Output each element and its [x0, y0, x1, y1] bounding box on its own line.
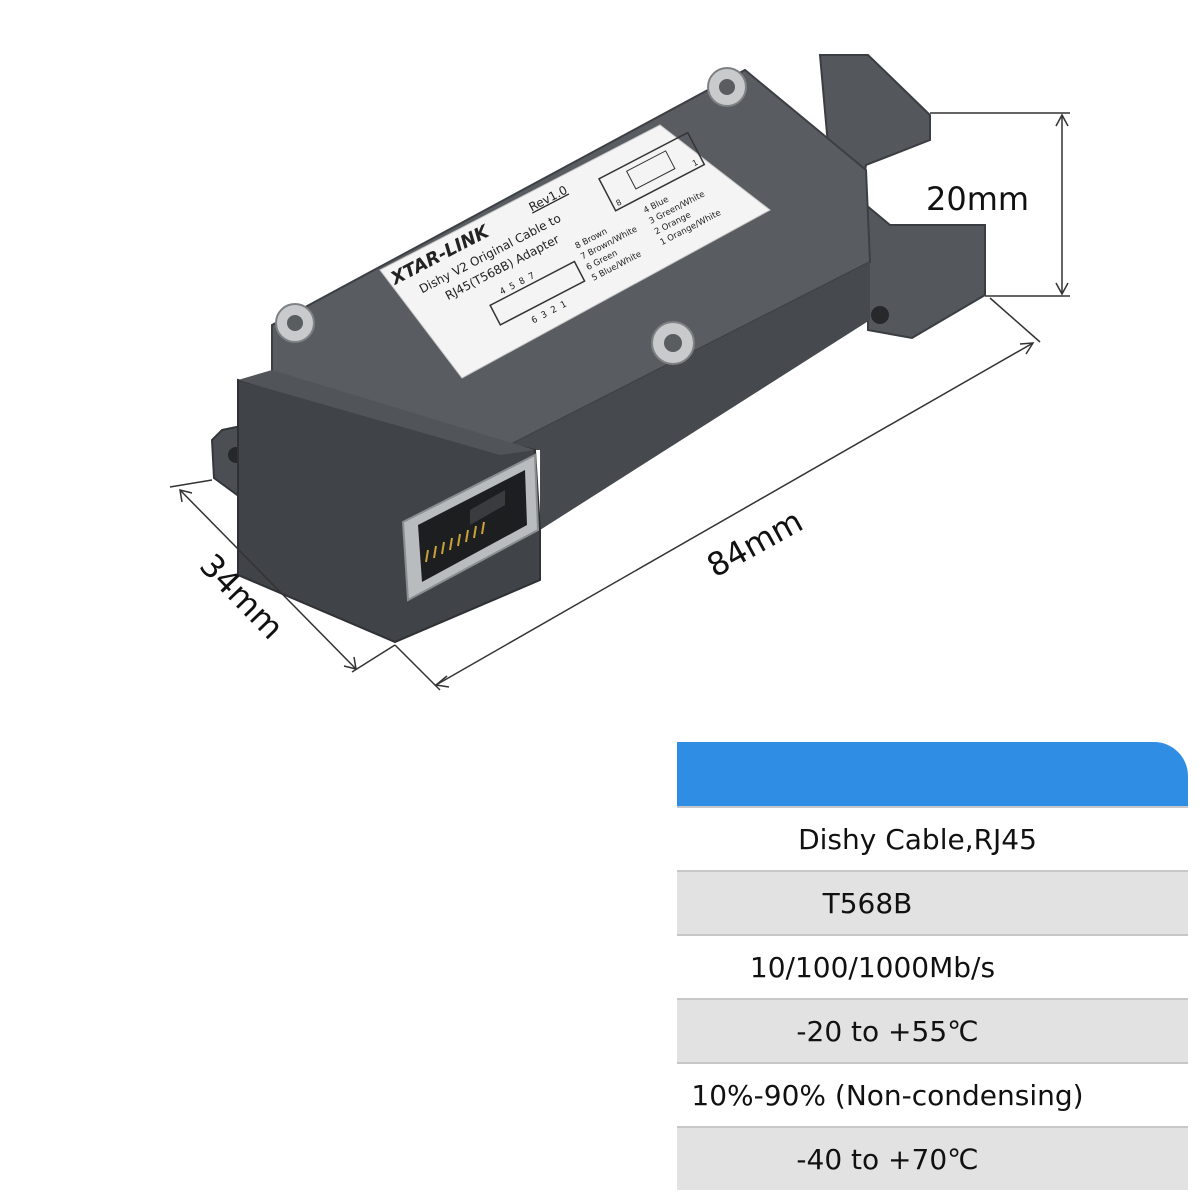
screw	[707, 67, 747, 107]
screw	[275, 303, 315, 343]
housing-edge	[238, 370, 535, 455]
spec-value: 10%-90% (Non-condensing)	[691, 1078, 1084, 1112]
height-label: 20mm	[926, 180, 1029, 218]
label-rj45-pin-left: 8	[615, 198, 624, 208]
rj45-pin-diagram	[598, 131, 706, 212]
spec-value: -40 to +70℃	[796, 1142, 979, 1176]
mounting-hole	[871, 306, 889, 324]
width-dimension	[169, 479, 396, 673]
length-dimension	[394, 297, 1041, 691]
screw	[651, 321, 695, 365]
spec-value: Dishy Cable,RJ45	[798, 822, 1037, 856]
rj45-jack-outline	[625, 150, 676, 190]
spec-row: 10%-90% (Non-condensing)	[677, 1062, 1188, 1126]
spec-value: T568B	[822, 886, 913, 920]
length-label: 84mm	[700, 502, 809, 585]
spec-table-header	[677, 742, 1188, 806]
height-dimension	[930, 112, 1070, 297]
dishy-connector-diagram	[489, 260, 586, 326]
label-rj45-pin-right: 1	[691, 158, 700, 168]
spec-row: Dishy Cable,RJ45	[677, 806, 1188, 870]
spec-value: 10/100/1000Mb/s	[749, 950, 996, 984]
spec-row: T568B	[677, 870, 1188, 934]
spec-value: -20 to +55℃	[796, 1014, 979, 1048]
product-illustration: XTAR-LINK Rev1.0 Dishy V2 Original Cable…	[169, 54, 1070, 691]
spec-row: 10/100/1000Mb/s	[677, 934, 1188, 998]
spec-row: -40 to +70℃	[677, 1126, 1188, 1190]
spec-row: -20 to +55℃	[677, 998, 1188, 1062]
housing-side-face	[500, 262, 870, 530]
spec-table: Dishy Cable,RJ45 T568B 10/100/1000Mb/s -…	[677, 742, 1188, 1192]
product-label: XTAR-LINK Rev1.0 Dishy V2 Original Cable…	[379, 124, 771, 379]
rj45-port	[401, 453, 540, 602]
